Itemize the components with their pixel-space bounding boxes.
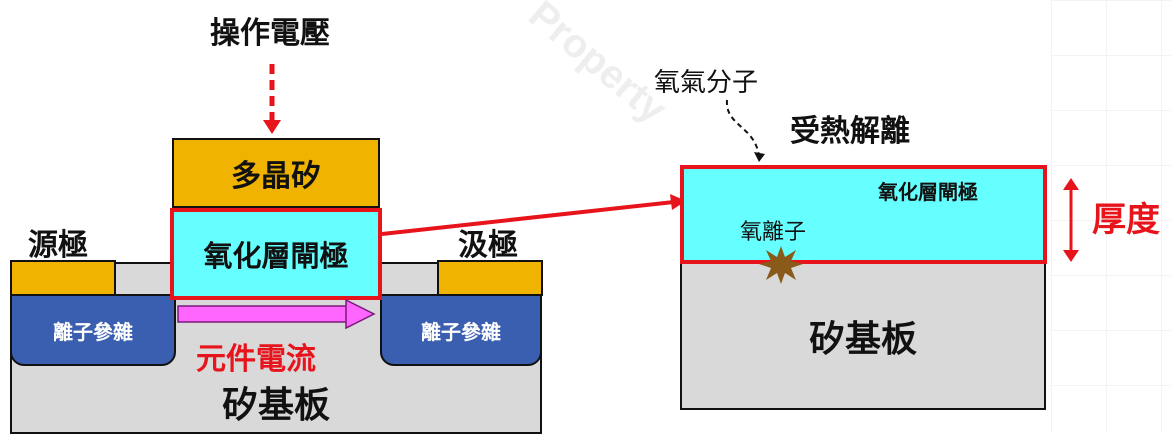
thickness-arrow bbox=[1063, 178, 1079, 262]
drain-label: 汲極 bbox=[458, 228, 518, 263]
thermal-dissociation-label: 受熱解離 bbox=[790, 114, 910, 149]
zoom-arrow bbox=[381, 194, 686, 236]
oxygen-molecule-label: 氧氣分子 bbox=[654, 68, 759, 98]
current-label: 元件電流 bbox=[196, 342, 316, 377]
voltage-label: 操作電壓 bbox=[210, 16, 330, 51]
thickness-label: 厚度 bbox=[1092, 200, 1160, 240]
drain-pad bbox=[437, 260, 543, 296]
gate-oxide-right-label: 氧化層閘極 bbox=[878, 180, 978, 204]
doping-region-right: 離子參雜 bbox=[380, 294, 542, 366]
gate-oxide-left: 氧化層閘極 bbox=[170, 208, 382, 300]
reaction-burst-icon bbox=[759, 246, 803, 284]
substrate-right: 矽基板 bbox=[680, 262, 1046, 410]
source-pad bbox=[10, 260, 116, 296]
gate-oxide-right bbox=[680, 165, 1047, 264]
doping-region-left: 離子參雜 bbox=[10, 294, 176, 366]
watermark: Property bbox=[520, 0, 675, 132]
poly-silicon: 多晶矽 bbox=[172, 138, 380, 208]
oxygen-ion-label: 氧離子 bbox=[740, 220, 807, 245]
voltage-arrow bbox=[263, 64, 281, 134]
source-label: 源極 bbox=[28, 228, 88, 263]
current-arrow bbox=[177, 298, 376, 330]
